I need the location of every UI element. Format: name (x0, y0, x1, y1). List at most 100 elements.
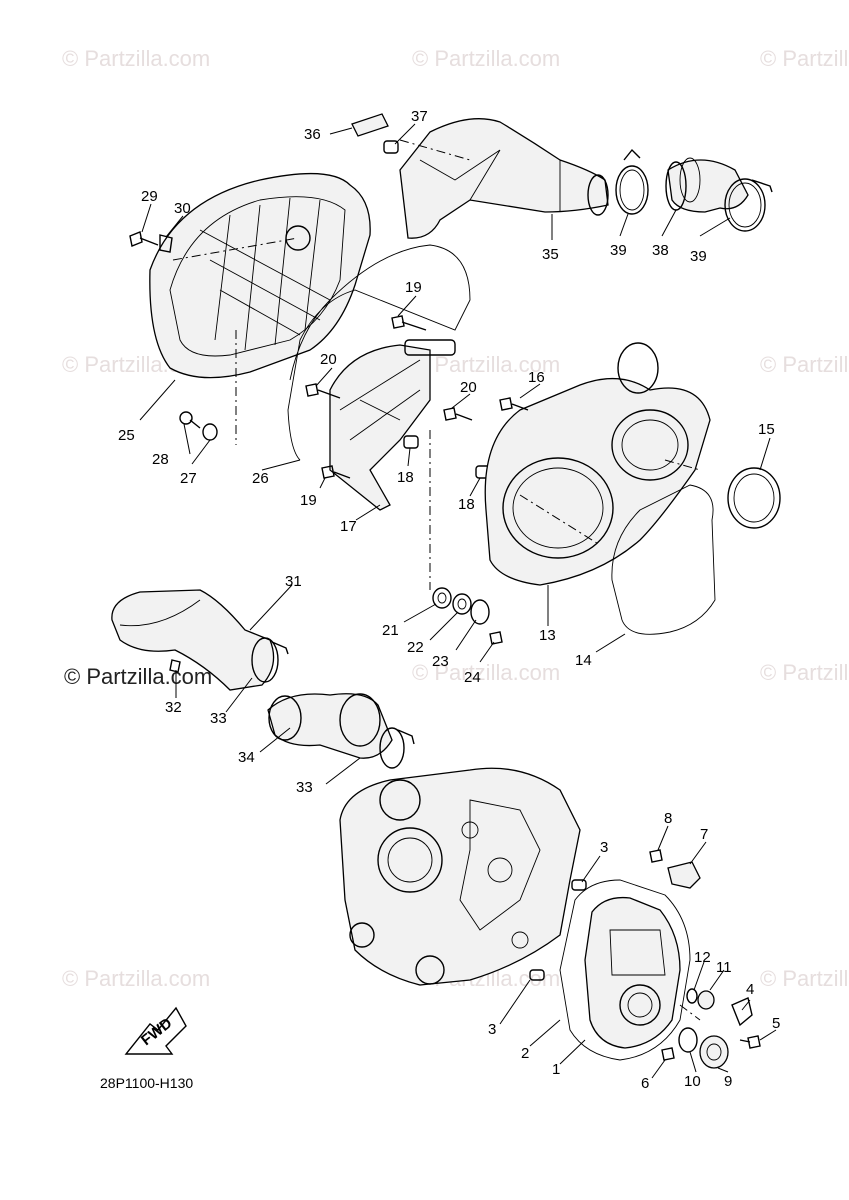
bolt-16 (499, 397, 529, 411)
air-guide-17 (329, 339, 456, 511)
callout-35: 35 (542, 246, 559, 263)
callout-23: 23 (432, 653, 449, 670)
callout-15: 15 (758, 421, 775, 438)
leader-lines (139, 123, 777, 1079)
clutch-cover-13 (484, 342, 711, 586)
callout-1: 1 (552, 1061, 560, 1078)
grommet-37 (383, 140, 399, 154)
clip-32 (169, 659, 181, 673)
watermark: © Partzilla.com (412, 352, 560, 377)
callout-39: 39 (610, 242, 627, 259)
joint-boot-38 (665, 157, 749, 213)
bolt-29 (129, 231, 159, 247)
pad-36 (351, 113, 389, 137)
callout-22: 22 (407, 639, 424, 656)
callout-36: 36 (304, 126, 321, 143)
callout-2: 2 (521, 1045, 529, 1062)
watermark: © Partzilla.com (412, 660, 560, 685)
callout-21: 21 (382, 622, 399, 639)
clutch-cover-25 (149, 172, 371, 379)
callout-6: 6 (641, 1075, 649, 1092)
oring-12 (686, 988, 698, 1004)
callouts: 29 30 36 37 35 39 38 39 25 28 27 26 19 2… (118, 108, 780, 1092)
diagram-code: 28P1100-H130 (100, 1075, 193, 1091)
plug-9 (699, 1035, 729, 1069)
watermark: © Partzilla (760, 966, 849, 991)
bolt-24 (489, 631, 503, 645)
watermark: © Partzilla (760, 46, 849, 71)
fwd-label: FWD (138, 1015, 176, 1050)
watermark: © Partzilla (760, 352, 849, 377)
bolt-5 (739, 1035, 761, 1049)
bolt-28 (179, 411, 201, 429)
callout-3: 3 (488, 1021, 496, 1038)
callout-19: 19 (300, 492, 317, 509)
watermark: © Partzilla.com (62, 46, 210, 71)
crankcase (339, 767, 581, 986)
callout-17: 17 (340, 518, 357, 535)
dowel-3-upper (571, 879, 587, 891)
bolt-20-left (305, 383, 341, 399)
callout-19: 19 (405, 279, 422, 296)
clip-30 (159, 234, 173, 253)
bolt-19-upper (391, 315, 427, 331)
seal-22 (452, 593, 472, 615)
bolt-19-lower (321, 465, 351, 479)
callout-28: 28 (152, 451, 169, 468)
clamp-33-lower (379, 727, 415, 769)
callout-11: 11 (716, 959, 732, 976)
plate-23 (470, 599, 490, 625)
callout-14: 14 (575, 652, 592, 669)
grommet-27 (202, 423, 218, 441)
watermarks: © Partzilla.com © Partzilla.com © Partzi… (62, 46, 849, 991)
callout-27: 27 (180, 470, 197, 487)
callout-4: 4 (746, 981, 754, 998)
callout-7: 7 (700, 826, 708, 843)
callout-29: 29 (141, 188, 158, 205)
bolt-8 (649, 849, 663, 863)
pipe-34 (267, 693, 393, 759)
air-duct-35 (399, 118, 609, 239)
callout-18: 18 (397, 469, 414, 486)
bracket-7 (667, 861, 701, 889)
oring-10 (678, 1027, 698, 1053)
plug-11 (697, 990, 715, 1010)
bolt-20-right (443, 407, 473, 421)
bolt-6 (661, 1047, 675, 1061)
callout-12: 12 (694, 949, 711, 966)
callout-9: 9 (724, 1073, 732, 1090)
callout-39: 39 (690, 248, 707, 265)
dowel-3-lower (529, 969, 545, 981)
gasket-15 (727, 467, 781, 529)
callout-30: 30 (174, 200, 191, 217)
callout-13: 13 (539, 627, 556, 644)
callout-10: 10 (684, 1073, 701, 1090)
clamp-39-lower (724, 178, 773, 232)
callout-20: 20 (460, 379, 477, 396)
alignment-lines (172, 139, 701, 1021)
collar-18-left (403, 435, 419, 449)
duct-31 (111, 589, 275, 691)
callout-3: 3 (600, 839, 608, 856)
watermark-dark: © Partzilla.com (64, 664, 212, 689)
callout-33: 33 (296, 779, 313, 796)
callout-18: 18 (458, 496, 475, 513)
clamp-39-upper (615, 148, 649, 215)
callout-26: 26 (252, 470, 269, 487)
cover-4 (731, 997, 753, 1027)
gasket-2 (559, 879, 691, 1061)
watermark: © Partzilla.com (412, 46, 560, 71)
callout-25: 25 (118, 427, 135, 444)
callout-16: 16 (528, 369, 545, 386)
callout-32: 32 (165, 699, 182, 716)
callout-20: 20 (320, 351, 337, 368)
crankcase-cover-1 (584, 896, 681, 1049)
callout-33: 33 (210, 710, 227, 727)
callout-34: 34 (238, 749, 255, 766)
gasket-14 (611, 484, 716, 635)
callout-5: 5 (772, 1015, 780, 1032)
callout-24: 24 (464, 669, 481, 686)
callout-38: 38 (652, 242, 669, 259)
callout-37: 37 (411, 108, 428, 125)
